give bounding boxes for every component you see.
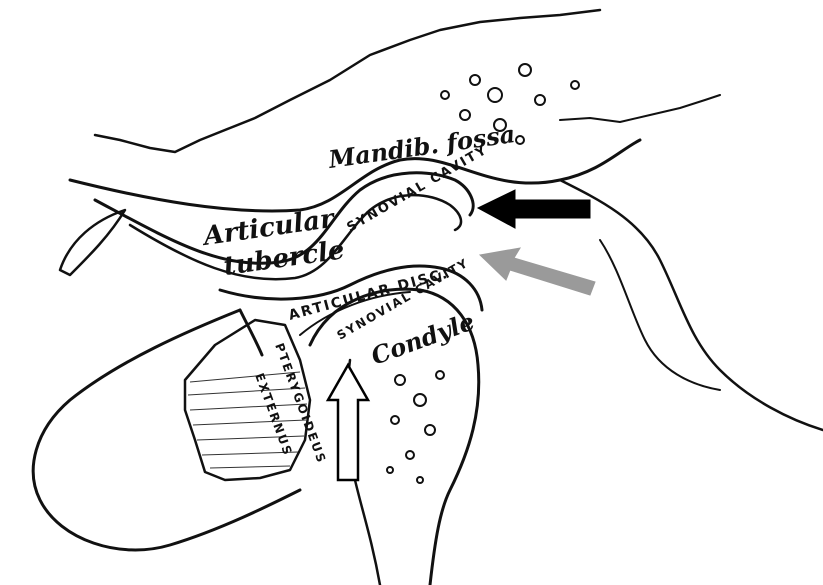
gray-arrow [480,248,595,295]
left-process [60,210,125,275]
black-arrow [478,190,590,228]
mandible-outline [33,310,300,550]
right-bone-outline [560,180,823,430]
skull-inner-edge [560,95,720,122]
pterygoid-muscle [185,320,310,480]
mandible-inner-curve [240,310,262,355]
white-arrow [328,365,368,480]
skull-outline [95,10,600,152]
condyle-pores [387,371,444,483]
label-mandibular-fossa: Mandib. fossa [326,119,517,174]
